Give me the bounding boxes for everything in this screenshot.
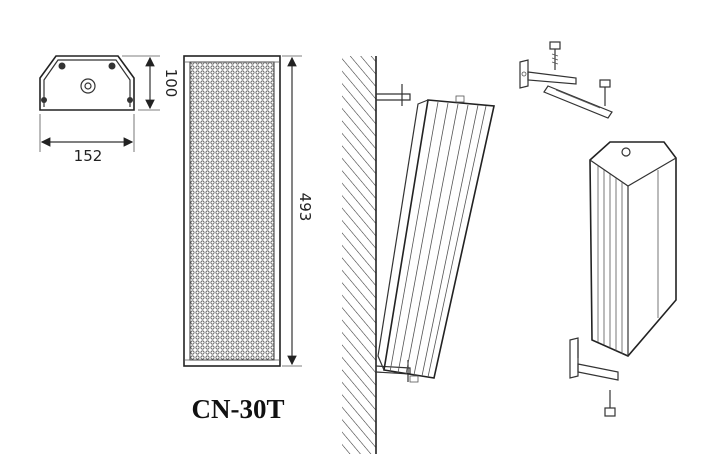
watermark-text: Avito	[642, 418, 691, 440]
top-view: 152 100	[39, 55, 180, 165]
watermark: Avito	[617, 415, 691, 440]
wall-mount-side-view	[342, 56, 495, 454]
bracket-parts	[519, 41, 613, 119]
front-view: 493	[183, 55, 314, 367]
height-dimension-label: 493	[296, 193, 314, 222]
isometric-speaker	[569, 141, 677, 417]
model-label: CN-30T	[192, 394, 285, 424]
width-dimension-label: 152	[74, 147, 103, 165]
avito-logo-icon	[617, 415, 638, 436]
depth-dimension-label: 100	[162, 69, 180, 98]
